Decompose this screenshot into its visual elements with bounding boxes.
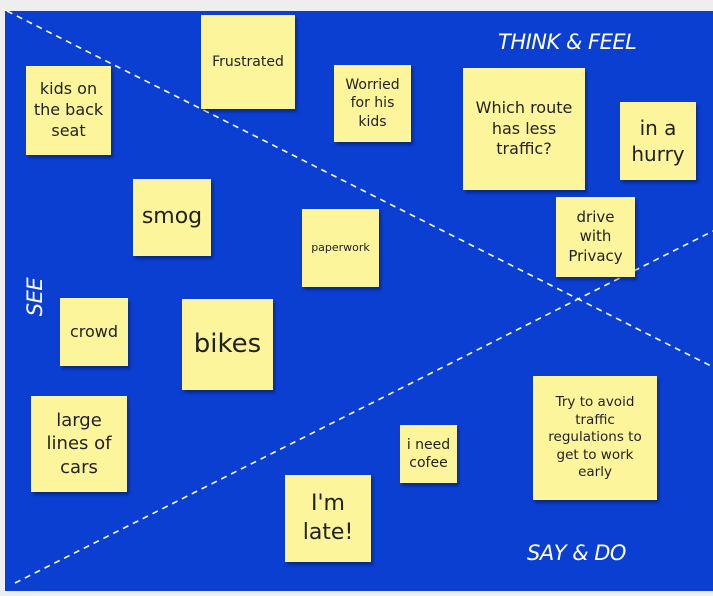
sticky-note-kids-back-seat[interactable]: kids on the back seat bbox=[26, 66, 111, 155]
see-label: SEE bbox=[23, 277, 47, 317]
sticky-note-smog[interactable]: smog bbox=[133, 179, 211, 256]
think-feel-label: THINK & FEEL bbox=[498, 30, 637, 54]
sticky-note-paperwork[interactable]: paperwork bbox=[302, 209, 379, 287]
sticky-note-avoid-regulations[interactable]: Try to avoid traffic regulations to get … bbox=[533, 376, 657, 500]
sticky-note-i-need-cofee[interactable]: i need cofee bbox=[400, 425, 457, 483]
divider-line-bottom bbox=[14, 230, 713, 584]
sticky-note-frustrated[interactable]: Frustrated bbox=[201, 15, 295, 109]
sticky-note-in-a-hurry[interactable]: in a hurry bbox=[620, 102, 696, 180]
sticky-note-drive-privacy[interactable]: drive with Privacy bbox=[556, 197, 635, 277]
empathy-map-board[interactable]: THINK & FEEL SAY & DO SEE kids on the ba… bbox=[5, 11, 713, 591]
sticky-note-large-lines[interactable]: large lines of cars bbox=[31, 396, 127, 492]
quadrant-dividers bbox=[6, 11, 713, 584]
sticky-note-worried-kids[interactable]: Worried for his kids bbox=[334, 65, 411, 142]
sticky-note-im-late[interactable]: I'm late! bbox=[285, 475, 371, 562]
sticky-note-bikes[interactable]: bikes bbox=[182, 299, 273, 390]
say-do-label: SAY & DO bbox=[527, 541, 626, 565]
sticky-note-crowd[interactable]: crowd bbox=[60, 298, 128, 366]
sticky-note-which-route[interactable]: Which route has less traffic? bbox=[463, 68, 585, 190]
